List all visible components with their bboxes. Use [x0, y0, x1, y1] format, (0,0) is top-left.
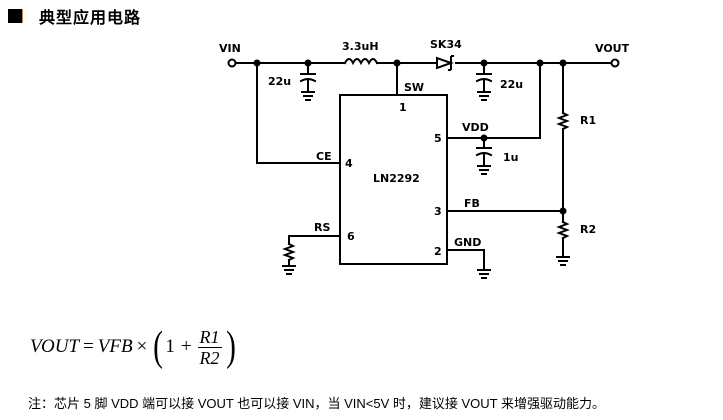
- formula-left-paren: (: [153, 324, 164, 370]
- ground-icon: [556, 256, 570, 266]
- footnote: 注：芯片 5 脚 VDD 端可以接 VOUT 也可以接 VIN，当 VIN<5V…: [28, 396, 605, 411]
- r1-label: R1: [580, 114, 596, 127]
- diode-label: SK34: [430, 38, 462, 51]
- pin-number-6: 6: [347, 230, 355, 243]
- ground-icon: [477, 269, 491, 279]
- r2-symbol: [556, 220, 570, 240]
- vout-label: VOUT: [595, 42, 630, 55]
- inductor-label: 3.3uH: [342, 40, 379, 53]
- inductor-symbol: [343, 58, 379, 66]
- pin-name-fb: FB: [464, 197, 480, 210]
- pin-name-vdd: VDD: [462, 121, 489, 134]
- vin-terminal: [227, 58, 237, 68]
- cin-label: 22u: [268, 75, 291, 88]
- formula-times: ×: [136, 336, 148, 357]
- diode-symbol: [436, 55, 454, 71]
- black-square-bullet-icon: [8, 9, 23, 23]
- pin-name-gnd: GND: [454, 236, 481, 249]
- application-circuit-schematic: VIN 3.3uH SK34 VOUT 22u 22u 1u R1 R2 LN2…: [219, 38, 630, 279]
- ground-icon: [301, 91, 315, 101]
- pin-number-3: 3: [434, 205, 442, 218]
- formula-plus: +: [180, 336, 192, 357]
- pin-number-1: 1: [399, 101, 407, 114]
- pin-number-4: 4: [345, 157, 353, 170]
- formula-vfb: VFB: [97, 336, 133, 357]
- pin-number-5: 5: [434, 132, 442, 145]
- cout-label: 22u: [500, 78, 523, 91]
- section-heading: 典型应用电路: [8, 3, 141, 29]
- formula-lhs: VOUT: [30, 336, 80, 357]
- output-voltage-formula: VOUT = VFB × ( 1 + R1 R2 ): [30, 322, 238, 372]
- junction-dots: [253, 59, 567, 215]
- formula-right-paren: ): [225, 324, 236, 370]
- pin-name-rs: RS: [314, 221, 330, 234]
- formula-numerator: R1: [197, 326, 222, 348]
- ic-body: [339, 94, 448, 265]
- formula-one: 1: [165, 336, 175, 357]
- pin-name-ce: CE: [316, 150, 332, 163]
- ground-icon: [282, 265, 296, 275]
- r2-label: R2: [580, 223, 596, 236]
- rs-resistor-symbol: [282, 242, 296, 262]
- pin-name-sw: SW: [404, 81, 424, 94]
- r1-symbol: [556, 111, 570, 131]
- pin-number-2: 2: [434, 245, 442, 258]
- formula-denominator: R2: [199, 347, 220, 368]
- vout-terminal: [610, 58, 620, 68]
- section-title: 典型应用电路: [39, 8, 142, 27]
- ground-icon: [477, 165, 491, 175]
- formula-fraction: R1 R2: [197, 326, 222, 368]
- chip-name: LN2292: [373, 172, 420, 185]
- ground-symbols: [282, 91, 570, 279]
- formula-equals: =: [83, 336, 94, 357]
- ground-icon: [477, 91, 491, 101]
- vin-label: VIN: [219, 42, 241, 55]
- cvdd-label: 1u: [503, 151, 519, 164]
